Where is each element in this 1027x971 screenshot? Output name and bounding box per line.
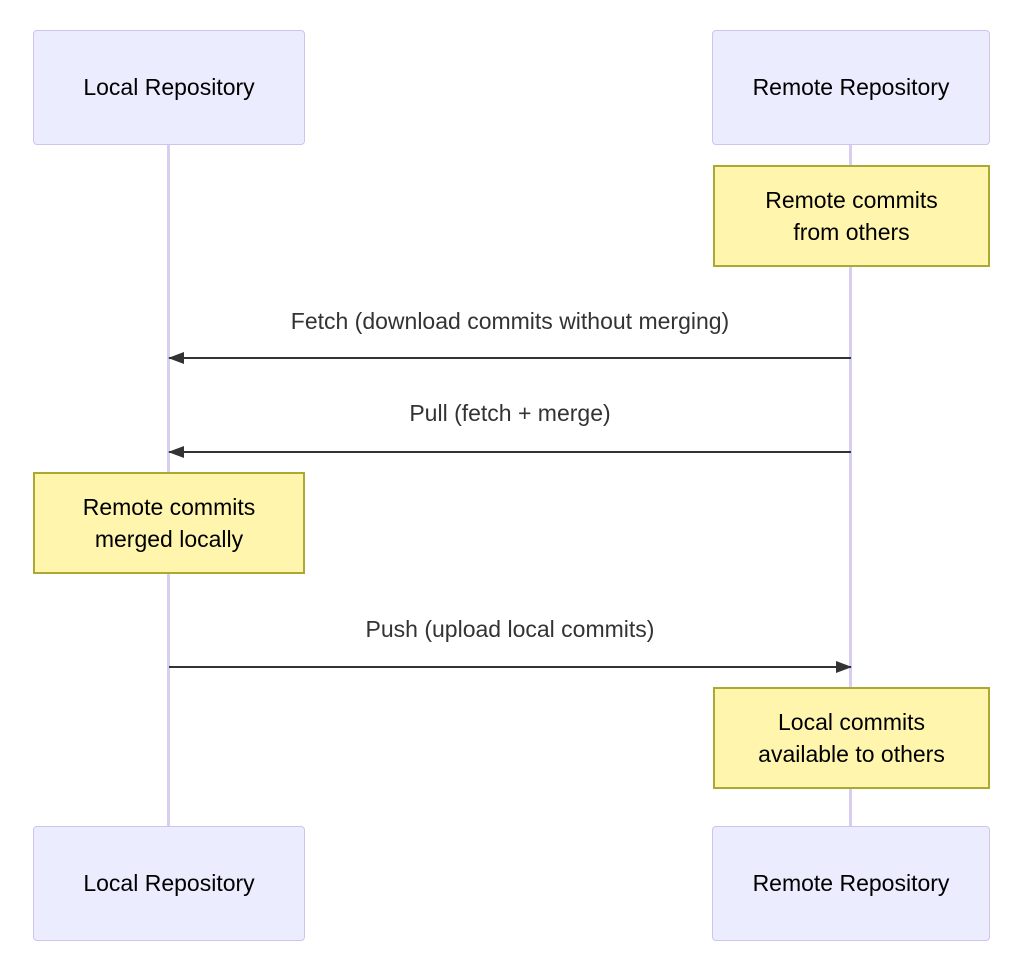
- arrowhead-left-icon: [168, 352, 184, 364]
- message-pull-label: Pull (fetch + merge): [409, 400, 611, 426]
- message-push-arrow-line: [169, 661, 852, 673]
- actor-local-bottom: Local Repository: [33, 826, 305, 941]
- actor-local-top: Local Repository: [33, 30, 305, 145]
- actor-remote-bottom-label: Remote Repository: [752, 870, 950, 896]
- arrowhead-right-icon: [836, 661, 852, 673]
- arrowhead-left-icon: [168, 446, 184, 458]
- actor-remote-top-label: Remote Repository: [752, 74, 950, 100]
- message-fetch-label: Fetch (download commits without merging): [290, 308, 730, 334]
- lifeline-remote: [849, 145, 852, 826]
- note-remote-commits-from-others-text: Remote commits from others: [765, 186, 938, 245]
- actor-local-bottom-label: Local Repository: [83, 870, 255, 896]
- actor-local-top-label: Local Repository: [83, 74, 255, 100]
- actor-remote-top: Remote Repository: [712, 30, 990, 145]
- note-remote-commits-from-others: Remote commits from others: [713, 165, 990, 267]
- note-remote-commits-merged-locally: Remote commits merged locally: [33, 472, 305, 574]
- actor-remote-bottom: Remote Repository: [712, 826, 990, 941]
- note-remote-commits-merged-locally-text: Remote commits merged locally: [82, 493, 256, 552]
- message-pull-arrow-line: [168, 446, 851, 458]
- note-local-commits-available-to-others: Local commits available to others: [713, 687, 990, 789]
- message-fetch-arrow-line: [168, 352, 851, 364]
- note-local-commits-available-to-others-text: Local commits available to others: [758, 708, 945, 767]
- message-push-label: Push (upload local commits): [365, 616, 655, 642]
